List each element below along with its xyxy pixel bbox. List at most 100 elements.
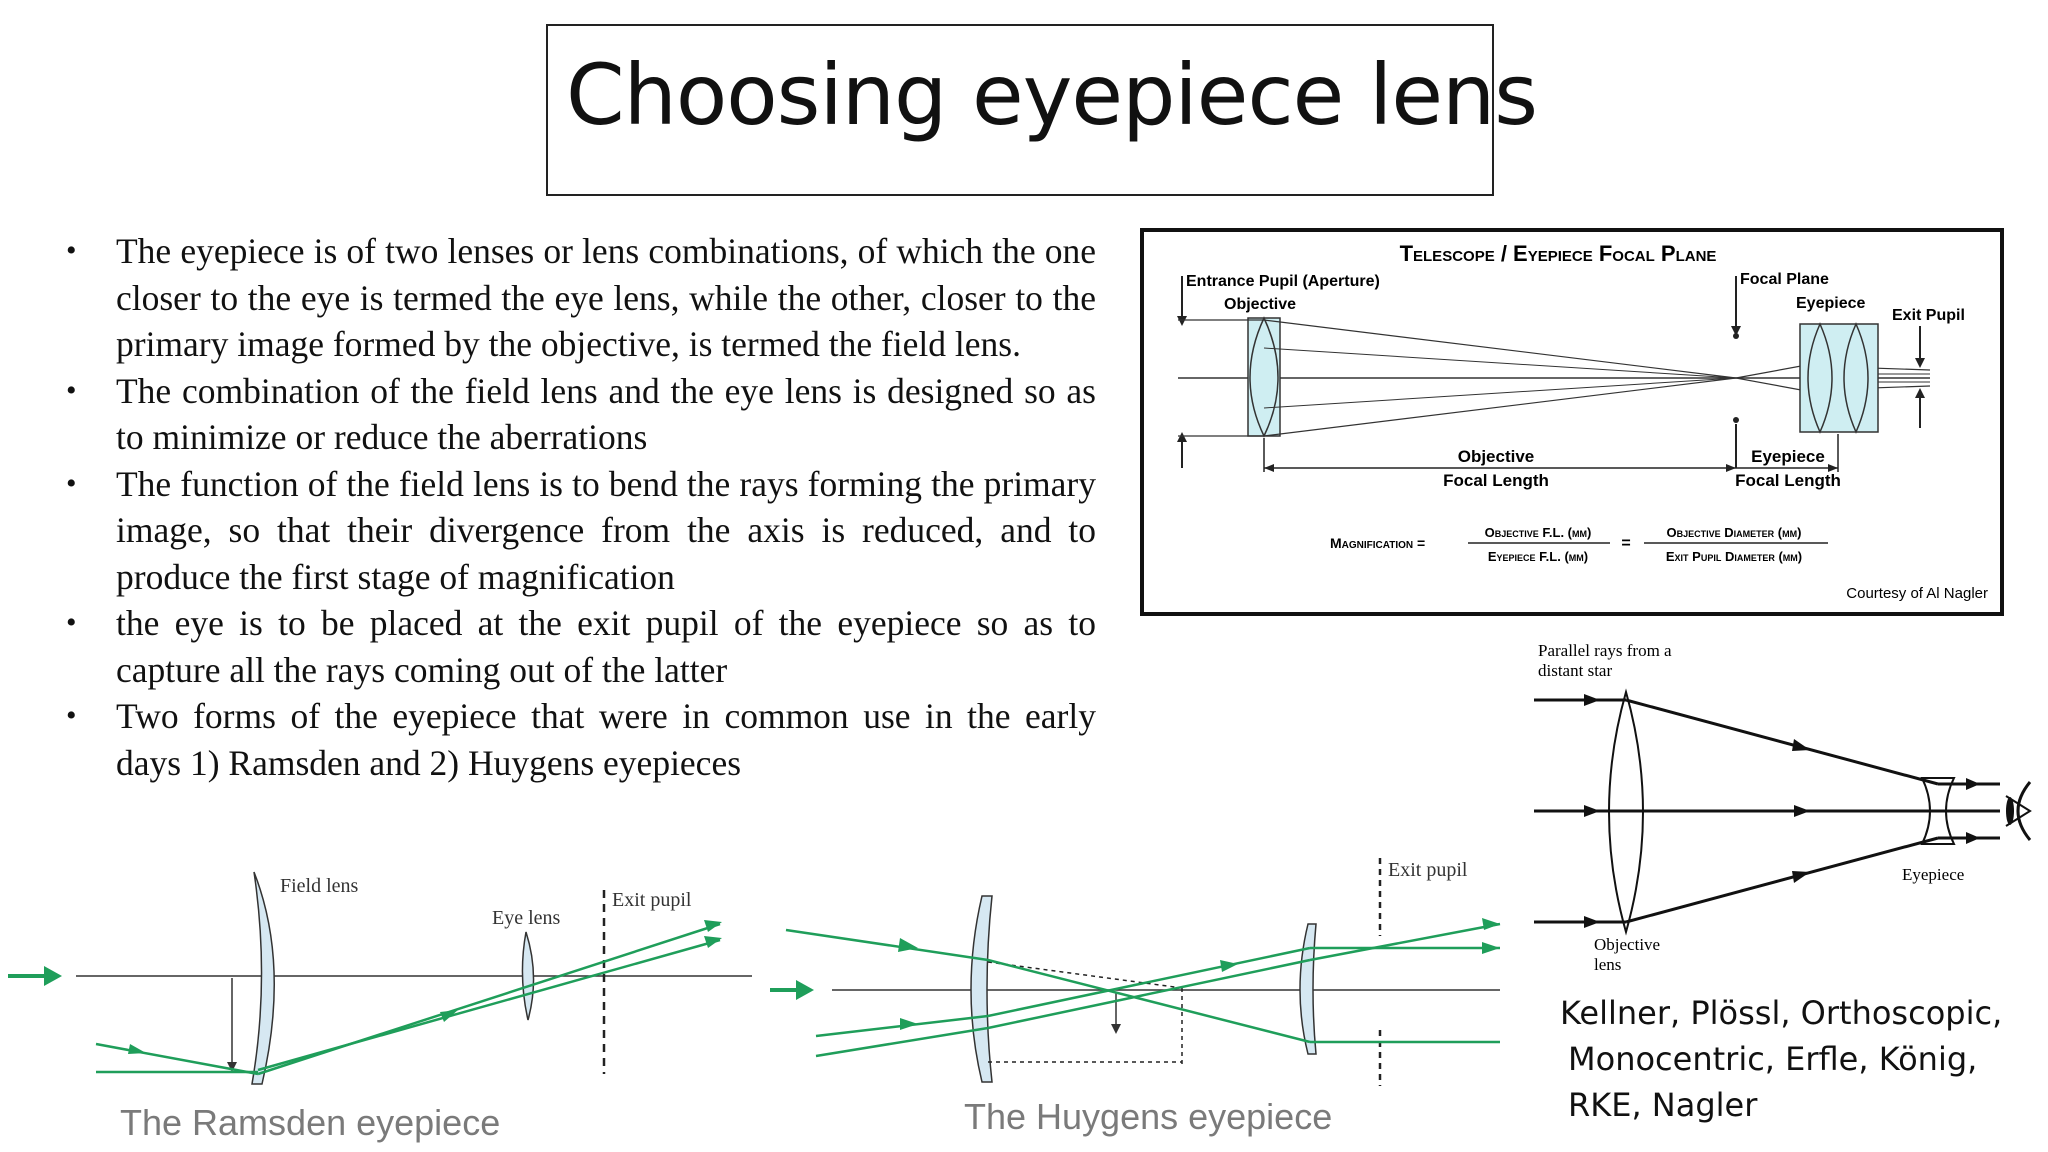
ray [1309, 922, 1501, 962]
magnification-label: Magnification = [1330, 535, 1425, 551]
objective-label: Objective [1594, 935, 1660, 954]
field-lens-label: Field lens [280, 875, 359, 897]
bullet-item: Two forms of the eyepiece that were in c… [60, 693, 1096, 786]
arrow-right-icon [898, 938, 918, 952]
exit-pupil-label: Exit pupil [1388, 859, 1468, 881]
objective-lens [1608, 688, 1644, 936]
ray [987, 946, 1311, 1018]
equals-sign: = [1621, 535, 1630, 552]
arrow-right-icon [1966, 832, 1980, 844]
objective-fl-label: Focal Length [1443, 471, 1549, 490]
ray [785, 928, 989, 962]
title-box: Choosing eyepiece lens [546, 24, 1538, 196]
pupil-icon [2006, 797, 2014, 825]
focal-plane-diagram: Telescope / Eyepiece Focal Plane Entranc… [1140, 228, 2004, 616]
courtesy-label: Courtesy of Al Nagler [1846, 585, 1988, 602]
converging-ray [1625, 698, 1939, 786]
arrow-right-icon [1726, 464, 1736, 472]
arrow-down-icon [1111, 1024, 1121, 1034]
ray [815, 1026, 989, 1058]
arrow-down-icon [227, 1062, 237, 1072]
eye-lens [1299, 923, 1317, 1055]
bullet-item: The function of the field lens is to ben… [60, 461, 1096, 601]
arrow-right-icon [1584, 805, 1600, 817]
eye-icon [2016, 781, 2032, 841]
eyepiece-lens [1807, 322, 1833, 434]
bullet-item: the eye is to be placed at the exit pupi… [60, 600, 1096, 693]
eyepiece-fl-label: Focal Length [1735, 471, 1841, 490]
arrow-right-icon [1220, 960, 1238, 972]
eyepiece-fl-label: Eyepiece [1751, 447, 1825, 466]
arrow-right-icon [704, 920, 722, 932]
converging-ray [1263, 377, 1737, 437]
eye-lens [521, 931, 535, 1021]
arrow-right-icon [796, 980, 814, 1000]
other-eyepiece-list: Kellner, Plössl, Orthoscopic, Monocentri… [1560, 990, 2040, 1128]
formula-numerator: Objective F.L. (mm) [1485, 525, 1592, 540]
ray [987, 958, 1311, 1044]
converging-ray [1263, 319, 1737, 379]
eye-lens-label: Eye lens [492, 907, 561, 929]
arrow-right-icon [44, 966, 62, 986]
bullet-item: The combination of the field lens and th… [60, 368, 1096, 461]
arrow-right-icon [900, 1018, 918, 1030]
field-lens [251, 871, 275, 1085]
rays-label: Parallel rays from a [1538, 641, 1672, 660]
converging-ray [1263, 347, 1737, 379]
objective-label: Objective [1224, 296, 1296, 313]
objective-label: lens [1594, 955, 1621, 974]
arrow-right-icon [440, 1010, 458, 1022]
eyepiece-types-line: RKE, Nagler [1568, 1086, 1758, 1124]
eyepiece-label: Eyepiece [1902, 865, 1964, 884]
converging-ray [1625, 836, 1939, 924]
huygens-diagram: Exit pupil [770, 858, 1501, 1086]
eyepiece-types-line: Monocentric, Erfle, König, [1568, 1040, 1978, 1078]
entrance-pupil-label: Entrance Pupil (Aperture) [1186, 273, 1380, 290]
formula-denominator: Eyepiece F.L. (mm) [1488, 549, 1588, 564]
ramsden-diagram: Field lens Eye lens Exit pupil [8, 871, 752, 1085]
objective-fl-label: Objective [1458, 447, 1535, 466]
arrow-down-icon [1731, 326, 1741, 336]
formula-denominator: Exit Pupil Diameter (mm) [1666, 549, 1802, 564]
arrow-right-icon [1482, 942, 1500, 954]
focal-point-dot [1733, 333, 1739, 339]
bullet-list: The eyepiece is of two lenses or lens co… [60, 228, 1096, 786]
arrow-up-icon [1915, 388, 1925, 398]
field-lens [970, 895, 993, 1083]
arrow-down-icon [1177, 316, 1187, 326]
arrow-right-icon [1584, 916, 1600, 928]
arrow-right-icon [1828, 464, 1838, 472]
arrow-up-icon [1177, 432, 1187, 442]
ray [95, 1042, 259, 1076]
eyepiece-lens [1920, 777, 1956, 845]
arrow-right-icon [1966, 778, 1980, 790]
formula-numerator: Objective Diameter (mm) [1667, 525, 1802, 540]
ray [987, 958, 1311, 1030]
bullet-item: The eyepiece is of two lenses or lens co… [60, 228, 1096, 368]
arrow-left-icon [1264, 464, 1274, 472]
arrow-right-icon [1792, 739, 1810, 751]
rays-label: distant star [1538, 661, 1612, 680]
ray [257, 938, 721, 1072]
eyepiece-label: Eyepiece [1796, 295, 1865, 312]
focal-point-dot [1733, 417, 1739, 423]
diagram-title: Telescope / Eyepiece Focal Plane [1400, 241, 1717, 266]
huygens-caption: The Huygens eyepiece [964, 1096, 1333, 1137]
eyepiece-lens [1843, 322, 1869, 434]
eye-icon [2005, 795, 2032, 827]
slide-title: Choosing eyepiece lens [566, 46, 1538, 144]
virtual-ray [987, 961, 1183, 989]
arrow-right-icon [1584, 694, 1600, 706]
eyepiece-types-line: Kellner, Plössl, Orthoscopic, [1560, 994, 2003, 1032]
arrow-right-icon [704, 936, 722, 948]
converging-ray [1263, 377, 1737, 409]
arrow-right-icon [1794, 805, 1810, 817]
arrow-right-icon [1792, 871, 1810, 883]
exit-pupil-label: Exit Pupil [1892, 307, 1965, 324]
galilean-diagram: Parallel rays from a distant star Eyepie… [1534, 641, 2032, 974]
arrow-right-icon [1482, 918, 1500, 930]
exit-pupil-label: Exit pupil [612, 889, 692, 911]
arrow-down-icon [1915, 358, 1925, 368]
focal-plane-label: Focal Plane [1740, 271, 1829, 288]
ramsden-caption: The Ramsden eyepiece [120, 1102, 501, 1143]
